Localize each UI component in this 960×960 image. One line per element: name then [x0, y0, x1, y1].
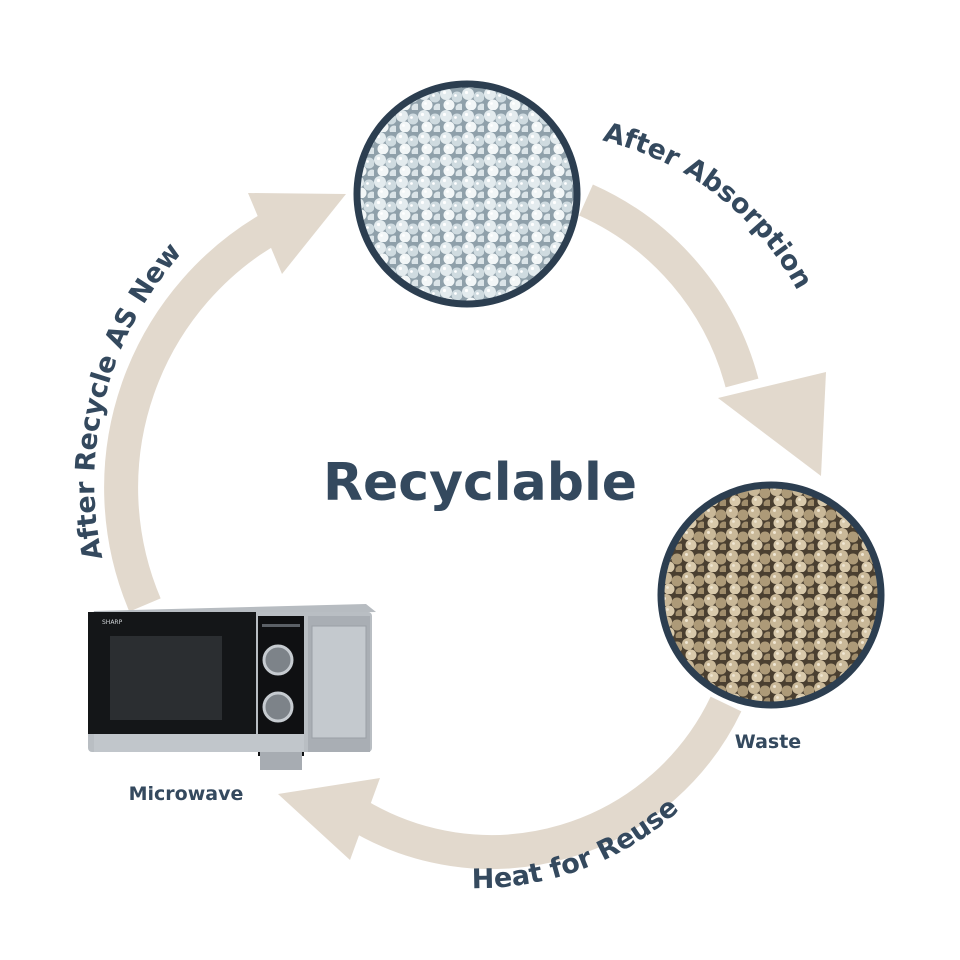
label-microwave: Microwave [129, 783, 244, 805]
used-beads-image [661, 485, 881, 705]
microwave-brand: SHARP [102, 619, 123, 626]
microwave-image: SHARP [88, 604, 376, 770]
clear-beads-image [357, 84, 577, 304]
diagram-title: Recyclable [323, 453, 637, 513]
label-waste: Waste [735, 731, 801, 753]
label-after-absorption: After Absorption [600, 117, 818, 294]
